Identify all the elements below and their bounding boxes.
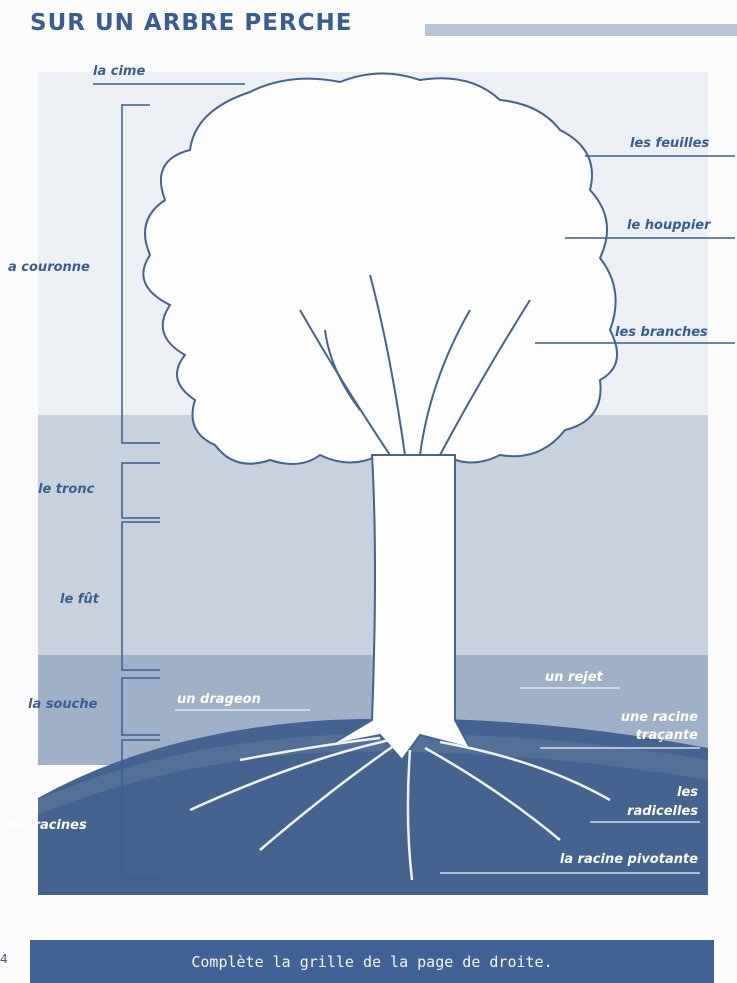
label-feuilles: les feuilles — [630, 136, 709, 151]
label-houppier: le houppier — [627, 218, 711, 233]
instruction-banner: Complète la grille de la page de droite. — [30, 940, 714, 983]
label-racine-tracante-1: une racine — [598, 710, 698, 725]
label-branches: les branches — [615, 325, 708, 340]
label-couronne: a couronne — [8, 260, 90, 275]
page-number: 4 — [0, 952, 8, 966]
label-tronc: le tronc — [38, 482, 94, 497]
label-fut: le fût — [60, 592, 99, 607]
label-drageon: un drageon — [177, 692, 261, 707]
tree-crown — [143, 73, 617, 464]
label-souche: la souche — [28, 697, 97, 712]
label-racine-tracante-2: traçante — [598, 728, 698, 743]
label-radicelles-1: les — [598, 785, 698, 800]
label-radicelles-2: radicelles — [598, 804, 698, 819]
label-racine-pivotante: la racine pivotante — [480, 852, 698, 867]
label-cime: la cime — [93, 64, 145, 79]
label-racines: les racines — [8, 818, 87, 833]
label-rejet: un rejet — [545, 670, 603, 685]
